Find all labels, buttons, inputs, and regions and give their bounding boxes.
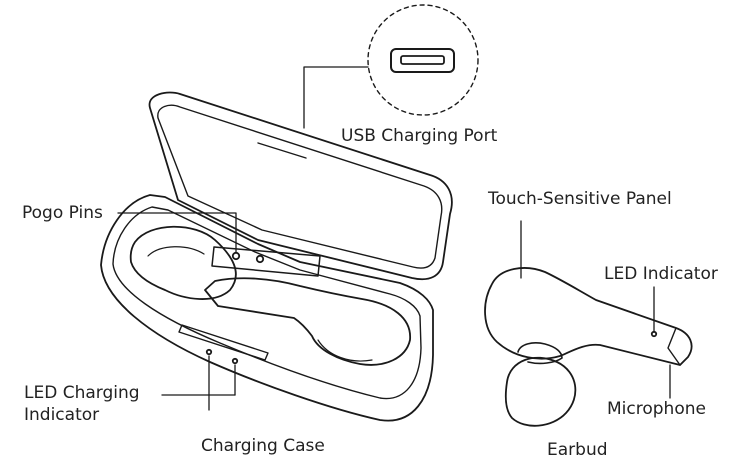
earbud-stem-edge	[667, 327, 681, 366]
led-charging-dot-2	[231, 357, 239, 365]
led-charging-label-line1: LED Charging	[24, 383, 140, 403]
led-charging-dot-1	[205, 348, 213, 356]
earbud-tip	[504, 356, 577, 427]
case-cavity-right-inner	[317, 339, 373, 362]
earbud-nozzle	[517, 342, 563, 365]
pogo-pin-2	[255, 254, 265, 264]
case-cavity-right	[204, 277, 411, 366]
pogo-pin-plate	[211, 246, 321, 277]
touch-panel-label: Touch-Sensitive Panel	[488, 189, 672, 209]
usb-port-callout	[303, 4, 479, 129]
charging-case-label: Charging Case	[201, 436, 325, 456]
pogo-pin-1	[231, 251, 241, 261]
led-charging-label-line2: Indicator	[24, 405, 100, 425]
earbud-label: Earbud	[547, 440, 608, 460]
led-strip	[178, 324, 269, 361]
earbud	[484, 220, 693, 427]
usb-port-slot	[400, 55, 445, 65]
case-lid-inner	[157, 104, 443, 269]
usb-zoom-circle	[367, 4, 479, 116]
pogo-pins-label: Pogo Pins	[22, 203, 103, 223]
case-lid-outer	[148, 91, 453, 281]
case-cavity-left	[129, 225, 237, 300]
usb-port-icon	[390, 48, 455, 73]
lid-hinge-mark	[257, 142, 307, 159]
usb-port-label: USB Charging Port	[341, 126, 498, 146]
case-base-outer	[100, 194, 434, 422]
case-cavity-left-inner	[147, 246, 205, 257]
charging-case	[100, 91, 453, 422]
case-base-rim	[112, 206, 422, 400]
usb-leader-line	[303, 66, 369, 129]
led-indicator-label: LED Indicator	[604, 264, 718, 284]
microphone-label: Microphone	[607, 399, 706, 419]
led-charging-label: LED Charging Indicator	[24, 382, 140, 426]
pogo-leader-line	[117, 212, 237, 253]
